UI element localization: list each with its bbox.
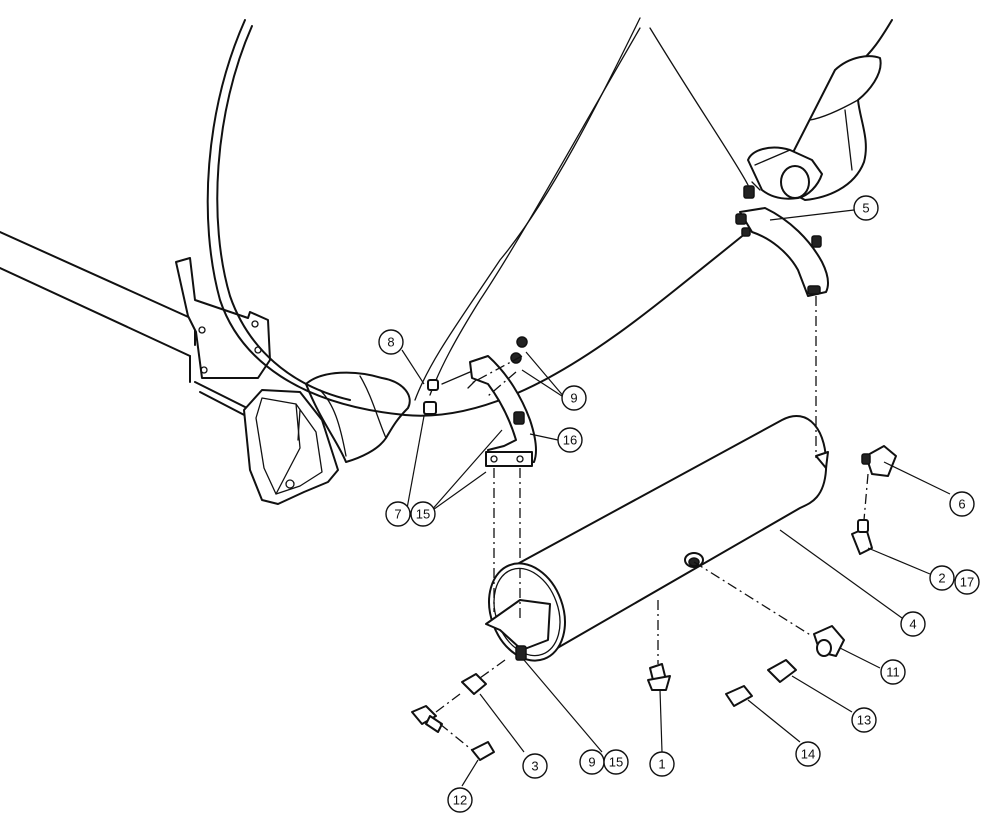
- svg-text:17: 17: [960, 575, 974, 590]
- fasteners-left: [423, 336, 528, 425]
- leader-lines: [401, 209, 951, 787]
- callout-4: 4: [900, 611, 926, 637]
- callout-13: 13: [851, 707, 877, 733]
- callout-16: 16: [557, 427, 583, 453]
- fitting-12-valve: [411, 705, 495, 761]
- svg-text:2: 2: [938, 571, 945, 586]
- callout-9: 9: [561, 385, 587, 411]
- callout-1: 1: [649, 751, 675, 777]
- callout-2: 2: [929, 565, 955, 591]
- svg-text:3: 3: [531, 759, 538, 774]
- callout-8: 8: [378, 329, 404, 355]
- svg-text:1: 1: [658, 757, 665, 772]
- svg-text:14: 14: [801, 747, 815, 762]
- frame-rail: [0, 231, 256, 419]
- svg-text:12: 12: [453, 793, 467, 808]
- strap-right: [735, 207, 830, 297]
- callout-15-lower: 15: [603, 749, 629, 775]
- fitting-6-elbow: [861, 445, 897, 477]
- callout-6: 6: [949, 491, 975, 517]
- svg-text:11: 11: [886, 665, 900, 680]
- body-outline: [206, 17, 893, 417]
- fitting-11-elbow: [813, 625, 845, 657]
- fitting-13-nipple: [767, 659, 797, 683]
- svg-text:8: 8: [387, 335, 394, 350]
- right-hinge-assembly: [743, 146, 823, 200]
- left-mount-bracket: [243, 389, 339, 505]
- svg-text:9: 9: [588, 755, 595, 770]
- svg-text:5: 5: [862, 201, 869, 216]
- callout-11: 11: [880, 659, 906, 685]
- fitting-3: [461, 673, 487, 695]
- fitting-14-nipple: [725, 685, 753, 707]
- svg-text:9: 9: [570, 391, 577, 406]
- callout-7: 7: [385, 501, 411, 527]
- fitting-1-drain: [647, 663, 671, 691]
- svg-text:16: 16: [563, 433, 577, 448]
- svg-text:7: 7: [394, 507, 401, 522]
- callout-17: 17: [954, 569, 980, 595]
- callout-5: 5: [853, 195, 879, 221]
- callout-12: 12: [447, 787, 473, 813]
- svg-text:13: 13: [857, 713, 871, 728]
- callout-3: 3: [522, 753, 548, 779]
- callout-14: 14: [795, 741, 821, 767]
- assembly-lines: [435, 296, 869, 751]
- svg-text:15: 15: [609, 755, 623, 770]
- svg-text:6: 6: [958, 497, 965, 512]
- strap-left: [469, 355, 538, 467]
- fitting-2-valve: [851, 519, 873, 555]
- svg-text:4: 4: [909, 617, 916, 632]
- svg-text:15: 15: [416, 507, 430, 522]
- callout-15: 15: [410, 501, 436, 527]
- callout-9-lower: 9: [579, 749, 605, 775]
